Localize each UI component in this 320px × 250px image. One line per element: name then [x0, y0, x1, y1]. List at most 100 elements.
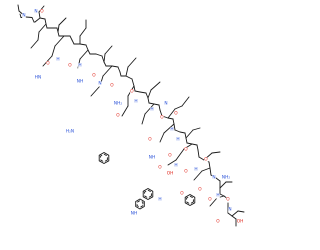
- oxygen-atom-label: O: [216, 219, 220, 225]
- atom-label-background: [158, 197, 162, 203]
- bond: [51, 45, 56, 57]
- bond: [184, 132, 187, 139]
- bond: [159, 132, 165, 143]
- nitrogen-atom-label: N: [34, 9, 37, 15]
- atom-label-background: [34, 75, 42, 81]
- bond: [158, 104, 161, 111]
- oxygen-atom-label: O: [184, 169, 188, 175]
- bond: [117, 66, 121, 73]
- bond: [139, 91, 147, 94]
- oxygen-atom-label: O: [40, 9, 44, 15]
- oxygen-atom-label: O: [226, 197, 230, 203]
- nitrogen-atom-label: H: [194, 167, 197, 173]
- bond: [196, 144, 199, 151]
- atom-label-background: [150, 107, 154, 113]
- oxygen-atom-label: O: [92, 73, 96, 79]
- atom-label-background: [98, 81, 102, 87]
- bond: [127, 57, 137, 68]
- oxygen-atom-label: O: [204, 157, 208, 163]
- bond: [79, 27, 87, 37]
- oxygen-atom-label: O: [208, 197, 212, 203]
- oxygen-atom-label: O: [148, 137, 152, 143]
- atom-label-background: [78, 63, 82, 69]
- oxygen-atom-label: O: [184, 147, 188, 153]
- bond: [192, 127, 201, 131]
- bond: [134, 90, 141, 93]
- bond: [39, 17, 46, 20]
- atom-label-background: [194, 167, 198, 173]
- oxygen-atom-label: O: [116, 113, 120, 119]
- bond: [144, 103, 155, 115]
- nitrogen-atom-label: H: [78, 63, 81, 69]
- bond: [181, 96, 190, 107]
- indole-ring-a: [142, 188, 154, 200]
- oxygen-atom-label: O: [180, 191, 184, 197]
- bond: [174, 129, 181, 133]
- bond: [211, 151, 221, 154]
- bond: [133, 85, 136, 92]
- nitrogen-atom-label: HN: [35, 75, 41, 81]
- bond: [111, 65, 119, 68]
- atom-label-background: [164, 101, 168, 107]
- bond: [103, 61, 107, 67]
- oxygen-atom-label: O: [168, 153, 172, 159]
- bond: [87, 49, 91, 55]
- bond: [153, 103, 160, 106]
- atom-label-background: [174, 163, 178, 169]
- atom-label-background: [134, 99, 138, 105]
- bond: [167, 117, 174, 120]
- bond: [150, 81, 161, 91]
- atom-label-background: [34, 9, 38, 15]
- bond: [209, 167, 212, 176]
- bond: [201, 167, 211, 172]
- atom-label-background: [176, 137, 180, 143]
- bond: [119, 71, 122, 77]
- atom-label-background: [198, 187, 202, 193]
- oxygen-atom-label: O: [160, 115, 164, 121]
- bond: [227, 212, 233, 217]
- bond: [85, 44, 89, 51]
- bond: [17, 4, 20, 12]
- nitrogen-atom-label: N: [98, 81, 101, 87]
- oxygen-atom-label: O: [130, 89, 134, 95]
- nitrogen-atom-label: N: [212, 175, 215, 181]
- atom-label-background: [110, 83, 114, 89]
- bond: [44, 18, 47, 25]
- bond: [69, 35, 73, 41]
- atom-label-background: [56, 57, 60, 63]
- bond: [179, 131, 186, 134]
- indole-ring-b-inner: [136, 200, 144, 208]
- bond: [148, 102, 155, 105]
- bond: [79, 43, 87, 46]
- atom-label-background: [184, 169, 188, 175]
- atom-label-background: [160, 115, 164, 121]
- bond: [38, 5, 45, 13]
- bond: [103, 53, 106, 63]
- nitrogen-atom-label: NH₂: [114, 101, 122, 107]
- bond: [173, 123, 176, 131]
- nitrogen-atom-label: H: [170, 127, 173, 133]
- nitrogen-atom-label: N: [22, 13, 25, 19]
- atom-label-background: [216, 219, 220, 225]
- bond: [101, 55, 105, 63]
- bond: [219, 181, 227, 189]
- atom-label-background: [22, 13, 26, 19]
- bond: [209, 197, 218, 207]
- atom-label-background: [158, 165, 162, 171]
- oxygen-atom-label: OH: [167, 171, 174, 177]
- nitrogen-atom-label: NH₂: [222, 175, 230, 181]
- atom-label-background: [130, 211, 138, 217]
- bond: [185, 129, 194, 139]
- bond: [167, 159, 177, 166]
- bond: [174, 105, 183, 110]
- bond: [191, 143, 198, 146]
- bond: [215, 177, 221, 182]
- nitrogen-atom-label: H: [134, 99, 137, 105]
- atom-label-background: [204, 157, 208, 163]
- bond: [45, 23, 48, 29]
- bond: [185, 137, 188, 144]
- bond: [167, 108, 176, 119]
- nitrogen-atom-label: N: [164, 101, 167, 107]
